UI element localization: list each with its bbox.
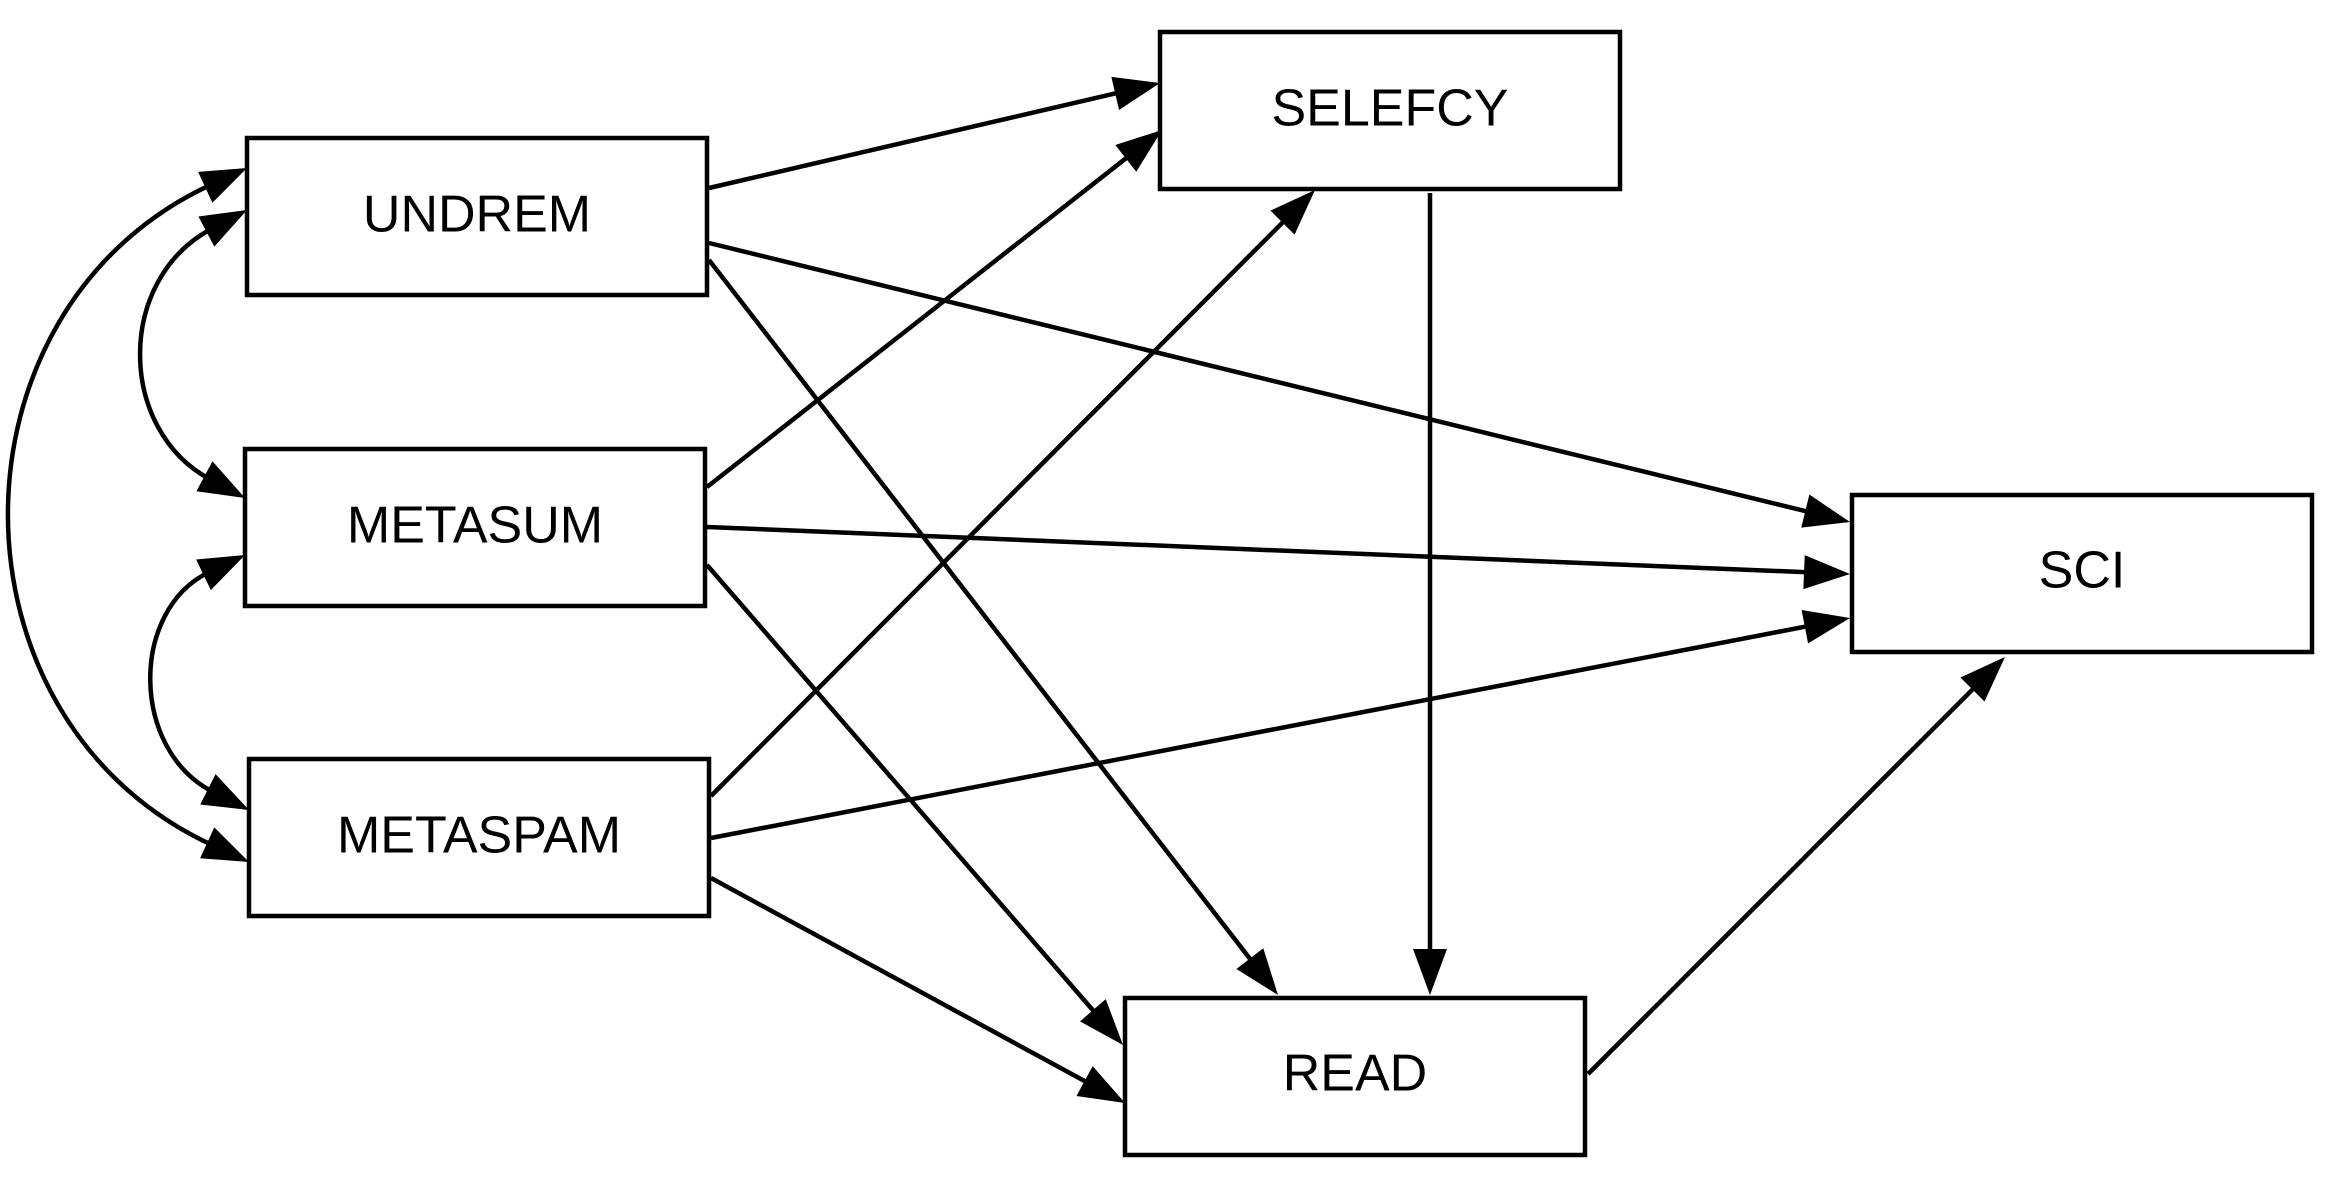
path-undrem-read — [707, 258, 1256, 965]
arrowhead-undrem-selefcy — [1111, 76, 1160, 110]
edges-layer — [5, 76, 2005, 1103]
covariance-undrem-metasum — [137, 226, 213, 482]
path-undrem-sci — [708, 240, 1812, 515]
node-metaspam-box — [246, 756, 712, 919]
node-undrem-box — [244, 135, 710, 298]
arrowhead-covariance-undrem-metaspam-start — [198, 168, 247, 203]
node-selefcy-label: SELEFCY — [1272, 80, 1509, 138]
path-undrem-selefcy — [708, 89, 1122, 191]
node-sci-label: SCI — [2039, 542, 2126, 600]
path-metasum-read — [705, 563, 1099, 1017]
path-metaspam-sci — [710, 623, 1812, 841]
path-metaspam-selefcy — [709, 216, 1289, 798]
node-selefcy: SELEFCY — [1157, 29, 1623, 192]
arrowhead-metaspam-read — [1076, 1066, 1125, 1103]
arrowhead-covariance-metasum-metaspam-start — [196, 555, 245, 591]
path-metasum-selefcy — [705, 152, 1132, 489]
arrowhead-selefcy-read — [1413, 949, 1447, 995]
node-sci-box — [1849, 492, 2315, 655]
node-undrem-label: UNDREM — [363, 186, 591, 244]
arrowhead-covariance-undrem-metasum-start — [198, 210, 247, 247]
node-undrem: UNDREM — [244, 135, 710, 298]
arrowhead-metasum-selefcy — [1115, 130, 1162, 172]
covariance-metasum-metaspam — [148, 570, 215, 794]
node-metasum: METASUM — [242, 446, 708, 609]
path-read-sci — [1586, 683, 1979, 1076]
node-read: READ — [1122, 995, 1588, 1158]
arrowhead-metaspam-sci — [1801, 610, 1850, 644]
node-metasum-label: METASUM — [347, 497, 603, 555]
path-metaspam-read — [709, 876, 1091, 1086]
nodes-layer: UNDREM METASUM METASPAM SELEFCY READ SCI — [242, 29, 2315, 1158]
node-read-box — [1122, 995, 1588, 1158]
arrowhead-undrem-read — [1236, 948, 1278, 995]
node-metasum-box — [242, 446, 708, 609]
node-metaspam-label: METASPAM — [337, 807, 621, 865]
node-read-label: READ — [1283, 1045, 1427, 1103]
arrowhead-undrem-sci — [1801, 494, 1850, 528]
covariance-undrem-metaspam — [5, 182, 214, 848]
arrowhead-covariance-undrem-metaspam-end — [200, 827, 249, 862]
arrowhead-covariance-undrem-metasum-end — [196, 461, 245, 498]
arrowhead-metaspam-selefcy — [1270, 190, 1315, 235]
arrowhead-metasum-read — [1080, 999, 1123, 1045]
node-metaspam: METASPAM — [246, 756, 712, 919]
arrowhead-covariance-metasum-metaspam-end — [200, 774, 249, 810]
node-sci: SCI — [1849, 492, 2315, 655]
node-selefcy-box — [1157, 29, 1623, 192]
arrowhead-metasum-sci — [1803, 555, 1850, 590]
arrowhead-read-sci — [1960, 657, 2005, 702]
path-metasum-sci — [706, 524, 1811, 575]
